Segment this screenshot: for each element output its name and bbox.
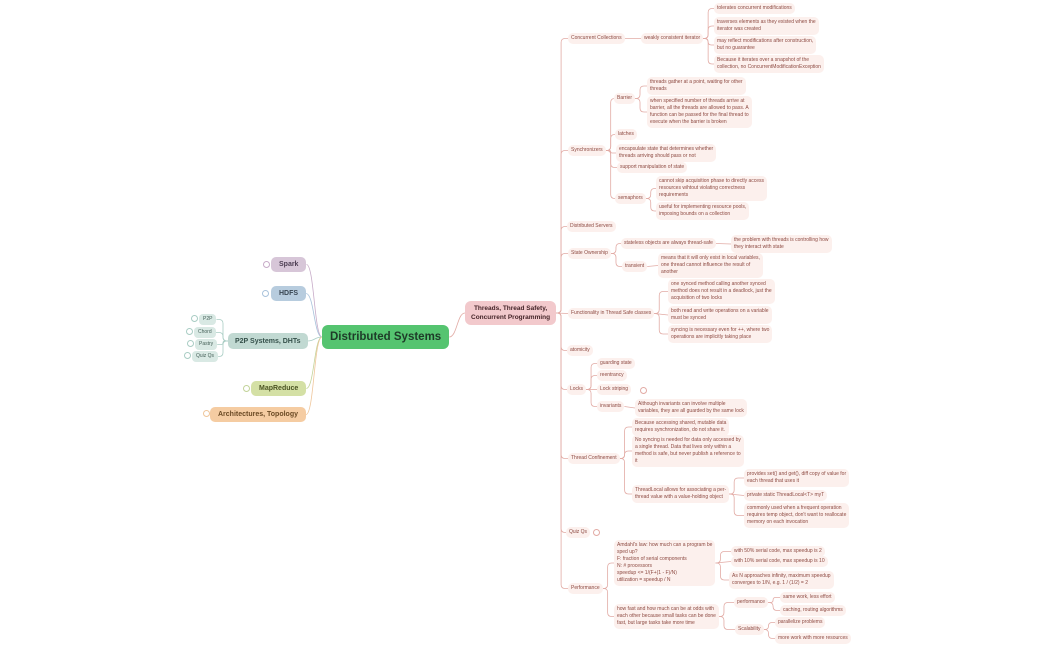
node-barrier[interactable]: Barrier [614, 93, 636, 104]
node-mapreduce[interactable]: MapReduce [251, 381, 307, 396]
node-perf-leaf-2[interactable]: caching, routing algorithms [780, 605, 846, 616]
node-scal-leaf-1[interactable]: parallelize problems [775, 617, 826, 628]
node-threadlocal[interactable]: ThreadLocal allows for associating a per… [632, 485, 730, 503]
collapse-toggle-icon[interactable] [203, 410, 210, 417]
collapse-toggle-icon[interactable] [243, 385, 250, 392]
node-performance-sub[interactable]: performance [734, 597, 769, 608]
node-perf-leaf-1[interactable]: same work, less effort [780, 592, 835, 603]
node-pastry[interactable]: Pastry [195, 339, 218, 350]
node-tconf-leaf-2[interactable]: No syncing is needed for data only acces… [632, 435, 744, 467]
node-amdahl-leaf-1[interactable]: with 50% serial code, max speedup is 2 [731, 546, 825, 557]
collapse-toggle-icon[interactable] [640, 387, 647, 394]
node-transient-leaf[interactable]: means that it will only exist in local v… [658, 253, 763, 278]
node-hdfs[interactable]: HDFS [271, 286, 307, 301]
node-lock-striping[interactable]: Lock striping [597, 384, 632, 395]
node-p2p-systems-dhts[interactable]: P2P Systems, DHTs [228, 333, 308, 349]
collapse-toggle-icon[interactable] [184, 352, 191, 359]
node-stateless-objects[interactable]: stateless objects are always thread-safe [621, 238, 716, 249]
node-invariants-leaf[interactable]: Although invariants can involve multiple… [635, 399, 747, 417]
node-architectures-topology[interactable]: Architectures, Topology [210, 407, 306, 422]
node-reentrancy[interactable]: reentrancy [597, 370, 627, 381]
node-chord[interactable]: Chord [194, 327, 216, 338]
node-cc-leaf-4[interactable]: Because it iterates over a snapshot of t… [714, 55, 824, 73]
node-functionality-thread-safe[interactable]: Functionality in Thread Safe classes [568, 308, 655, 319]
node-cc-leaf-2[interactable]: traverses elements as they existed when … [714, 17, 819, 35]
node-distributed-servers[interactable]: Distributed Servers [567, 221, 616, 232]
node-func-leaf-3[interactable]: syncing is necessary even for ++, where … [668, 325, 773, 343]
node-threadlocal-leaf-2[interactable]: private static ThreadLocal<T> myT [744, 490, 828, 501]
node-scalability[interactable]: Scalability [735, 624, 764, 635]
node-semaphors-leaf-1[interactable]: cannot skip acquisition phase to directl… [656, 176, 768, 201]
node-quiz-qs-right[interactable]: Quiz Qs [566, 527, 591, 538]
node-state-ownership[interactable]: State Ownership [568, 248, 611, 259]
node-performance[interactable]: Performance [568, 583, 603, 594]
node-transient[interactable]: transient [622, 261, 648, 272]
node-weakly-consistent-iterator[interactable]: weakly consistent iterator [641, 33, 704, 44]
node-cc-leaf-1[interactable]: tolerates concurrent modifications [714, 3, 795, 14]
node-barrier-leaf-1[interactable]: threads gather at a point, waiting for o… [647, 77, 746, 95]
node-threads-thread-safety[interactable]: Threads, Thread Safety, Concurrent Progr… [465, 301, 557, 325]
node-threadlocal-leaf-3[interactable]: commonly used when a frequent operation … [744, 503, 850, 528]
node-latches-leaf-2[interactable]: support manipulation of state [617, 162, 688, 173]
node-cc-leaf-3[interactable]: may reflect modifications after construc… [714, 36, 817, 54]
node-func-leaf-1[interactable]: one synced method calling another synced… [668, 279, 775, 304]
node-p2p[interactable]: P2P [199, 314, 217, 325]
node-locks[interactable]: Locks [567, 384, 587, 395]
node-func-leaf-2[interactable]: both read and write operations on a vari… [668, 306, 772, 324]
node-latches-leaf-1[interactable]: encapsulate state that determines whethe… [616, 144, 717, 162]
node-semaphors-leaf-2[interactable]: useful for implementing resource pools, … [656, 202, 750, 220]
node-howfast[interactable]: how fast and how much can be at odds wit… [614, 604, 719, 629]
node-central-distributed-systems[interactable]: Distributed Systems [322, 325, 450, 349]
collapse-toggle-icon[interactable] [191, 315, 198, 322]
collapse-toggle-icon[interactable] [262, 290, 269, 297]
collapse-toggle-icon[interactable] [186, 328, 193, 335]
node-amdahls-law[interactable]: Amdahl's law: how much can a program be … [614, 540, 716, 586]
node-barrier-leaf-2[interactable]: when specified number of threads arrive … [647, 96, 752, 128]
node-threadlocal-leaf-1[interactable]: provides set() and get(), diff copy of v… [744, 469, 850, 487]
node-semaphors[interactable]: semaphors [615, 193, 646, 204]
node-scal-leaf-2[interactable]: more work with more resources [775, 633, 851, 644]
node-spark[interactable]: Spark [271, 257, 307, 272]
node-invariants[interactable]: invariants [597, 401, 625, 412]
node-latches[interactable]: latches [615, 129, 637, 140]
node-tconf-leaf-1[interactable]: Because accessing shared, mutable data r… [632, 418, 730, 436]
collapse-toggle-icon[interactable] [263, 261, 270, 268]
collapse-toggle-icon[interactable] [593, 529, 600, 536]
node-synchronizers[interactable]: Synchronizers [568, 145, 606, 156]
node-thread-confinement[interactable]: Thread Confinement [568, 453, 620, 464]
node-amdahl-leaf-3[interactable]: As N approaches infinity, maximum speedu… [729, 571, 834, 589]
node-atomicity[interactable]: atomicity [567, 345, 593, 356]
node-stateless-leaf[interactable]: the problem with threads is controlling … [731, 235, 832, 253]
node-amdahl-leaf-2[interactable]: with 10% serial code, max speedup is 10 [731, 556, 828, 567]
node-concurrent-collections[interactable]: Concurrent Collections [568, 33, 625, 44]
node-guarding-state[interactable]: guarding state [597, 358, 635, 369]
collapse-toggle-icon[interactable] [187, 340, 194, 347]
node-quiz-qs-left[interactable]: Quiz Qs [192, 351, 219, 362]
